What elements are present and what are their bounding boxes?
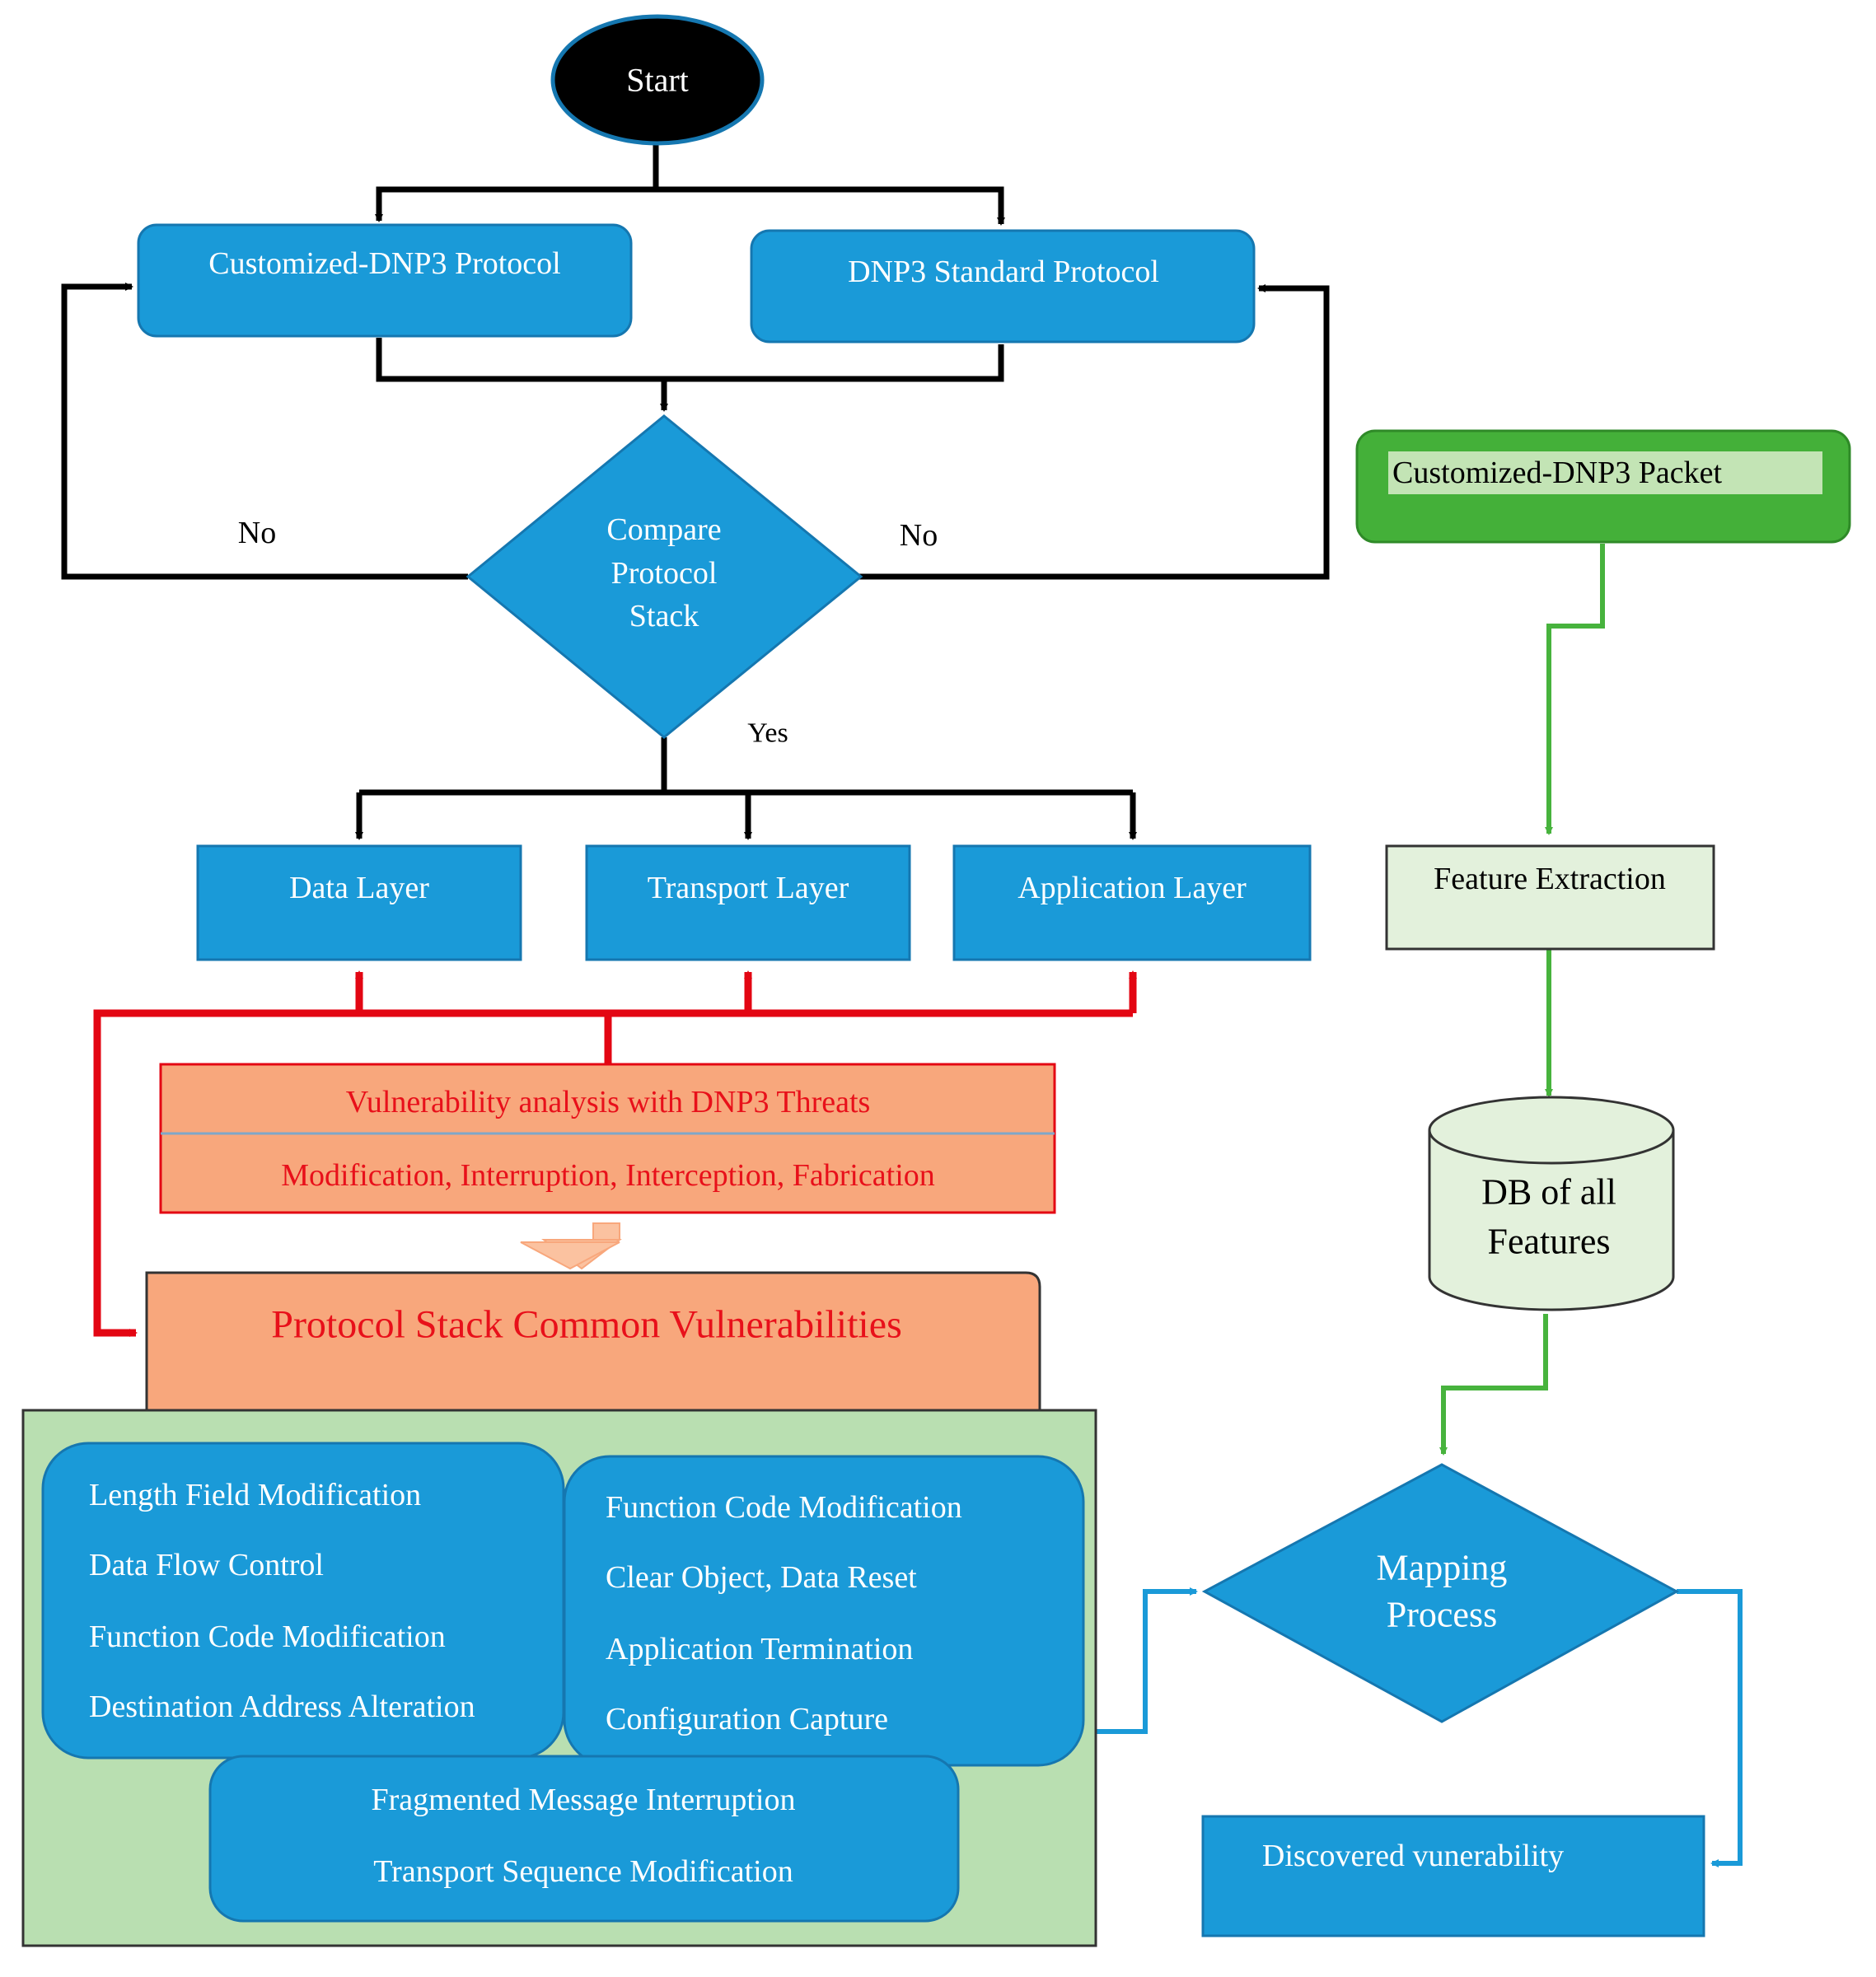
mapping-decision: Mapping Process (1201, 1463, 1680, 1723)
data-vuln-item: Destination Address Alteration (89, 1690, 475, 1724)
customized-protocol-box: Customized-DNP3 Protocol (137, 223, 633, 338)
data-layer-box: Data Layer (196, 844, 522, 961)
customized-packet-label: Customized-DNP3 Packet (1392, 456, 1722, 490)
green-connector-db-to-mapping (1439, 1314, 1548, 1456)
transport-layer-box: Transport Layer (585, 844, 911, 961)
application-layer-vulnerabilities: Function Code Modification Clear Object,… (563, 1455, 1085, 1767)
branch-no-left: No (238, 516, 276, 550)
standard-protocol-box: DNP3 Standard Protocol (750, 229, 1256, 344)
transport-layer-label: Transport Layer (648, 871, 849, 905)
mapping-line-2: Process (1387, 1595, 1497, 1635)
blue-connectors (1096, 1587, 1743, 1867)
transport-vuln-item: Transport Sequence Modification (373, 1854, 793, 1889)
down-block-arrow-head (520, 1241, 620, 1270)
mapping-line-1: Mapping (1377, 1548, 1508, 1588)
compare-line-2: Protocol (611, 556, 718, 591)
green-connectors (1439, 544, 1605, 1456)
vulnerability-threats: Modification, Interruption, Interception… (281, 1158, 935, 1193)
transport-layer-vulnerabilities: Fragmented Message Interruption Transpor… (208, 1755, 960, 1923)
start-node: Start (550, 14, 765, 146)
standard-protocol-label: DNP3 Standard Protocol (848, 255, 1159, 289)
customized-packet-box: Customized-DNP3 Packet (1355, 429, 1851, 544)
common-vulnerabilities-box: Protocol Stack Common Vulnerabilities (145, 1271, 1041, 1412)
transport-vuln-item: Fragmented Message Interruption (372, 1783, 796, 1817)
application-vuln-item: Configuration Capture (606, 1702, 888, 1736)
blue-connector-mapping-to-discovered (1677, 1589, 1743, 1867)
connector-no-left-loop (61, 283, 468, 580)
green-connector-packet-to-feature (1545, 544, 1605, 835)
connector-start-to-protocols (375, 144, 659, 222)
branch-yes: Yes (747, 718, 788, 749)
customized-protocol-label: Customized-DNP3 Protocol (208, 246, 560, 281)
compare-line-1: Compare (606, 512, 721, 547)
black-connectors (61, 144, 1330, 840)
red-connector-left-to-common (93, 1009, 359, 1337)
vulnerability-analysis-box: Vulnerability analysis with DNP3 Threats… (159, 1063, 1056, 1214)
blue-connector-panel-to-mapping (1096, 1587, 1198, 1734)
red-connectors (93, 970, 1137, 1337)
connector-start-to-standard (656, 186, 1005, 226)
compare-decision: Compare Protocol Stack (465, 414, 863, 739)
db-line-2: Features (1487, 1222, 1610, 1262)
discovered-label: Discovered vunerability (1262, 1839, 1564, 1873)
application-vuln-item: Clear Object, Data Reset (606, 1560, 917, 1595)
data-vuln-item: Function Code Modification (89, 1619, 446, 1654)
branch-no-right: No (900, 518, 938, 553)
feature-extraction-label: Feature Extraction (1434, 862, 1666, 896)
application-vuln-item: Application Termination (606, 1632, 913, 1666)
db-line-1: DB of all (1481, 1172, 1616, 1213)
feature-extraction-box: Feature Extraction (1385, 844, 1715, 951)
common-vulnerabilities-title: Protocol Stack Common Vulnerabilities (271, 1303, 902, 1347)
data-vuln-item: Data Flow Control (89, 1548, 324, 1582)
data-layer-vulnerabilities: Length Field Modification Data Flow Cont… (41, 1442, 565, 1760)
data-layer-label: Data Layer (289, 871, 429, 905)
connector-no-right-loop (858, 284, 1330, 580)
vulnerability-analysis-title: Vulnerability analysis with DNP3 Threats (346, 1085, 871, 1119)
data-vuln-item: Length Field Modification (89, 1478, 421, 1512)
application-layer-box: Application Layer (952, 844, 1312, 961)
connector-protocols-merge (376, 338, 1004, 382)
application-vuln-item: Function Code Modification (606, 1490, 962, 1525)
application-layer-label: Application Layer (1018, 871, 1247, 905)
discovered-vulnerability-box: Discovered vunerability (1201, 1815, 1705, 1937)
compare-line-3: Stack (629, 599, 699, 633)
start-label: Start (626, 62, 689, 99)
features-database: DB of all Features (1428, 1096, 1675, 1311)
